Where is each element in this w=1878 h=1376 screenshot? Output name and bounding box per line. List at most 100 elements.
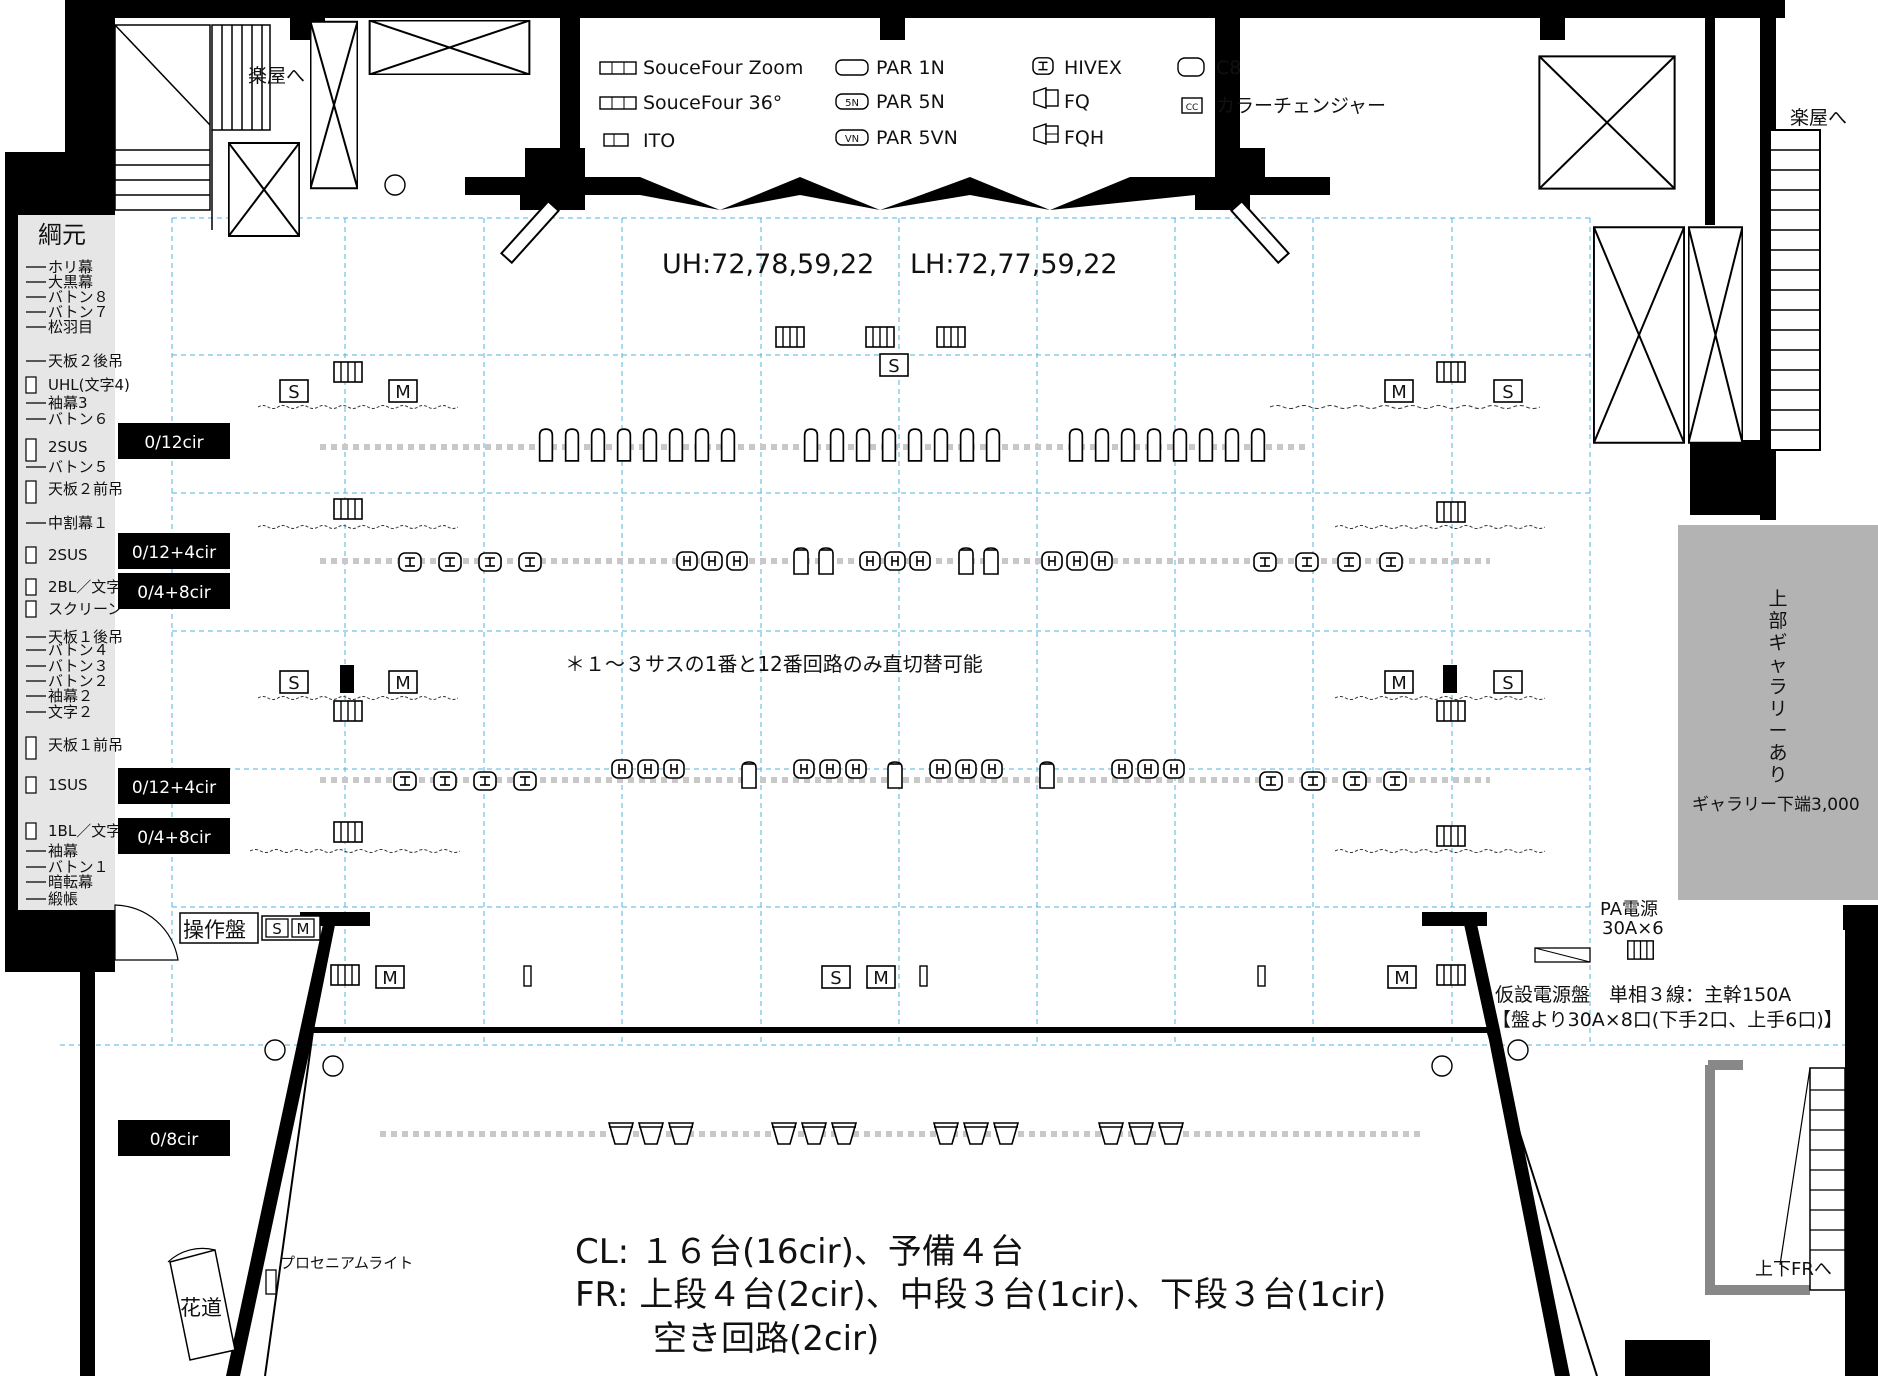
hivex-icon	[611, 759, 633, 779]
hivex-icon	[676, 551, 698, 571]
hivex-icon	[845, 759, 867, 779]
fr-cup-icon	[1158, 1122, 1184, 1145]
pa-power: PA電源 30A×6	[1534, 899, 1664, 963]
fq-icon	[398, 552, 422, 572]
summary-cl: CL: １６台(16cir)、予備４台	[575, 1232, 1024, 1272]
par-1n-icon	[590, 428, 606, 462]
fr-cup-icon	[831, 1122, 857, 1145]
legend-label: FQ	[1064, 91, 1090, 113]
symbol-s: S	[288, 382, 299, 403]
gallery-char: あ	[1768, 742, 1787, 764]
symbol-m: M	[1394, 968, 1410, 989]
hivex-icon	[981, 759, 1003, 779]
legend-label: ITO	[643, 130, 675, 152]
hivex-icon	[1066, 551, 1088, 571]
tsunamoto-item: 2SUS	[48, 438, 88, 456]
legend-label: FQH	[1064, 127, 1104, 149]
par-1n-icon	[933, 428, 949, 462]
par-1n-icon	[668, 428, 684, 462]
right-upper-xbox	[1538, 55, 1676, 190]
par-1n-icon	[1146, 428, 1162, 462]
symbol-m: M	[395, 382, 411, 403]
tsunamoto-item: スクリーン	[48, 600, 122, 618]
hivex-icon	[637, 759, 659, 779]
symbol-m: M	[1391, 382, 1407, 403]
gakuya-right-label: 楽屋へ	[1790, 107, 1847, 129]
hanamichi: 花道 プロセニアムライト	[167, 1247, 413, 1361]
gallery-char: ャ	[1768, 654, 1787, 676]
hivex-icon	[884, 551, 906, 571]
par-5n-glyph: 5N	[845, 98, 859, 109]
tsunamoto-item: バトン４	[48, 641, 108, 659]
fr-cup-icon	[933, 1122, 959, 1145]
right-stair	[1769, 129, 1821, 451]
upstage-border	[465, 148, 1330, 210]
par-1n-icon	[564, 428, 580, 462]
source-four-36-icon	[599, 96, 637, 110]
operation-panel-label: 操作盤	[183, 918, 246, 942]
gallery-char: ー	[1768, 720, 1787, 742]
tsunamoto-item: 袖幕２	[48, 687, 93, 705]
fq-icon	[1295, 552, 1319, 572]
c8-icon	[983, 547, 999, 575]
tsunamoto-item: 緞帳	[48, 890, 78, 908]
fq-icon	[438, 552, 462, 572]
c8-icon	[1039, 761, 1055, 789]
left-xbox-wide	[368, 20, 531, 75]
fr-cup-icon	[668, 1122, 694, 1145]
symbol-s: S	[288, 673, 299, 694]
hivex-icon	[1041, 551, 1063, 571]
par-1n-icon	[907, 428, 923, 462]
legend-label: SouceFour 36°	[643, 92, 782, 114]
left-stair	[114, 24, 271, 230]
par-1n-icon	[829, 428, 845, 462]
c8-icon	[1177, 57, 1205, 77]
circuit-label: 0/12cir	[144, 433, 203, 453]
back-wall-jogs	[290, 0, 1565, 150]
tsunamoto-item: バトン１	[48, 858, 108, 876]
ito-icon	[1257, 965, 1266, 987]
par-1n-icon	[1068, 428, 1084, 462]
symbol-s: S	[888, 356, 899, 377]
tsunamoto-item: バトン７	[48, 303, 108, 321]
legend: SouceFour Zoom SouceFour 36° ITO PAR 1N …	[599, 57, 1386, 152]
par-1n-icon	[1224, 428, 1240, 462]
temp-power: 仮設電源盤 単相３線：主幹150A 【盤より30A×8口(下手2口、上手6口)】	[1492, 984, 1843, 1031]
hivex-icon	[1032, 57, 1054, 75]
tsunamoto-list: ホリ幕大黒幕バトン８バトン７松羽目天板２後吊UHL(文字4)袖幕3バトン６2SU…	[25, 258, 130, 908]
legend-label: PAR 5N	[876, 91, 945, 113]
par-5n-icon: 5N	[835, 93, 869, 110]
hivex-icon	[1111, 759, 1133, 779]
first-electric-row	[398, 547, 1403, 575]
fq-icon	[433, 771, 457, 791]
tsunamoto-title: 綱元	[38, 221, 86, 249]
temp-power-line1: 仮設電源盤 単相３線：主幹150A	[1495, 984, 1791, 1006]
tsunamoto-item: 天板２後吊	[48, 352, 123, 370]
proscenium-light-label: プロセニアムライト	[280, 1254, 413, 1272]
symbol-s: S	[1502, 673, 1513, 694]
par-1n-icon	[616, 428, 632, 462]
par-1n-icon	[1120, 428, 1136, 462]
circuit-label: 0/4+8cir	[137, 583, 210, 603]
sus-black-blocks	[340, 665, 1457, 693]
par-1n-icon	[1094, 428, 1110, 462]
tsunamoto-item: 大黒幕	[48, 273, 93, 291]
hivex-icon	[726, 551, 748, 571]
fq-icon	[478, 552, 502, 572]
legend-label: HIVEX	[1064, 57, 1122, 79]
fr-cup-icon	[993, 1122, 1019, 1145]
tsunamoto-item: 松羽目	[48, 318, 93, 336]
tsunamoto-item: ホリ幕	[48, 258, 93, 276]
fq-icon	[1383, 771, 1407, 791]
fr-cup-icon	[801, 1122, 827, 1145]
pa-power-line1: PA電源	[1600, 899, 1658, 920]
temp-power-line2: 【盤より30A×8口(下手2口、上手6口)】	[1492, 1009, 1843, 1031]
summary-fr2: 空き回路(2cir)	[653, 1319, 879, 1359]
symbol-m: M	[873, 968, 889, 989]
par-row	[538, 428, 1266, 462]
symbol-m: M	[297, 920, 310, 938]
symbol-m: M	[395, 673, 411, 694]
legend-label: PAR 1N	[876, 57, 945, 79]
legend-label: C8	[1216, 57, 1241, 79]
